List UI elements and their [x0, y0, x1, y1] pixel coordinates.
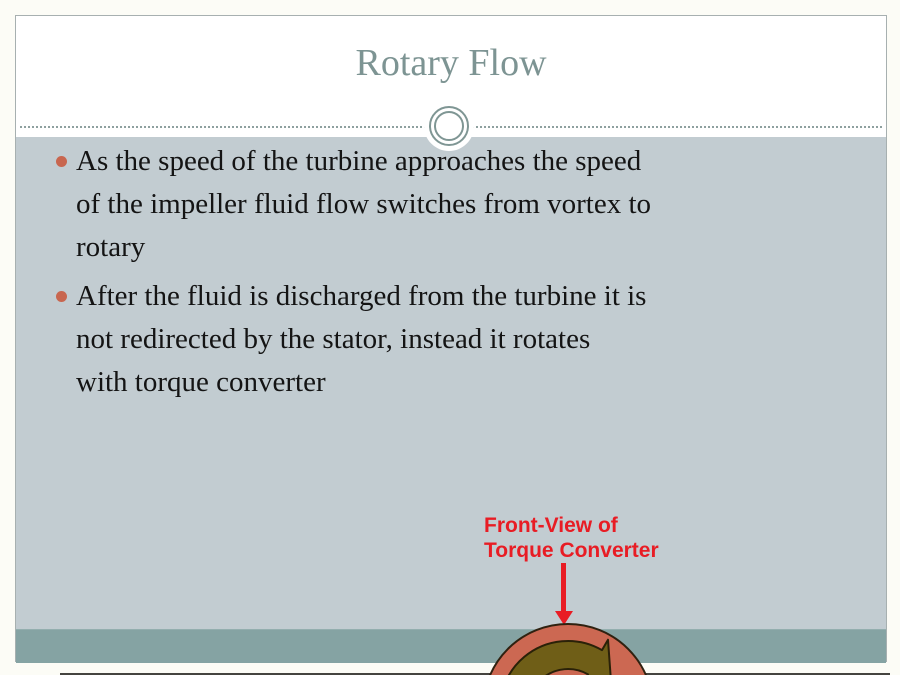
- slide: Rotary Flow As the speed of the turbine …: [15, 15, 887, 675]
- bullet-item: After the fluid is discharged from the t…: [56, 275, 651, 404]
- bullet-dot-icon: [56, 291, 67, 302]
- slide-body: As the speed of the turbine approaches t…: [16, 137, 886, 675]
- callout-line: Torque Converter: [484, 539, 659, 562]
- bullet-line: with torque converter: [76, 366, 326, 398]
- title-ornament-circle-icon: [429, 106, 469, 146]
- callout-line: Front-View of: [484, 514, 618, 537]
- bullet-line: of the impeller fluid flow switches from…: [76, 188, 652, 220]
- bullet-line: After the fluid is discharged from the t…: [76, 280, 647, 312]
- torque-converter-diagram: [482, 623, 654, 675]
- rotary-flow-arrows-icon: [507, 638, 612, 675]
- diagram-callout-label: Front-View of Torque Converter: [484, 513, 659, 563]
- slide-title: Rotary Flow: [355, 42, 547, 84]
- bullet-line: not redirected by the stator, instead it…: [76, 323, 591, 355]
- bullet-dot-icon: [56, 156, 67, 167]
- bullet-item: As the speed of the turbine approaches t…: [56, 140, 651, 269]
- title-ornament-inner-ring: [434, 111, 464, 141]
- rotation-arrow-top-icon: [507, 638, 612, 675]
- bullet-line: rotary: [76, 231, 146, 263]
- footer-band: [16, 629, 886, 663]
- bottom-shadow-line: [60, 673, 890, 675]
- callout-arrowhead-icon: [555, 611, 573, 625]
- bullet-list: As the speed of the turbine approaches t…: [56, 140, 651, 404]
- callout-arrow-icon: [561, 563, 566, 612]
- bullet-line: As the speed of the turbine approaches t…: [76, 145, 642, 177]
